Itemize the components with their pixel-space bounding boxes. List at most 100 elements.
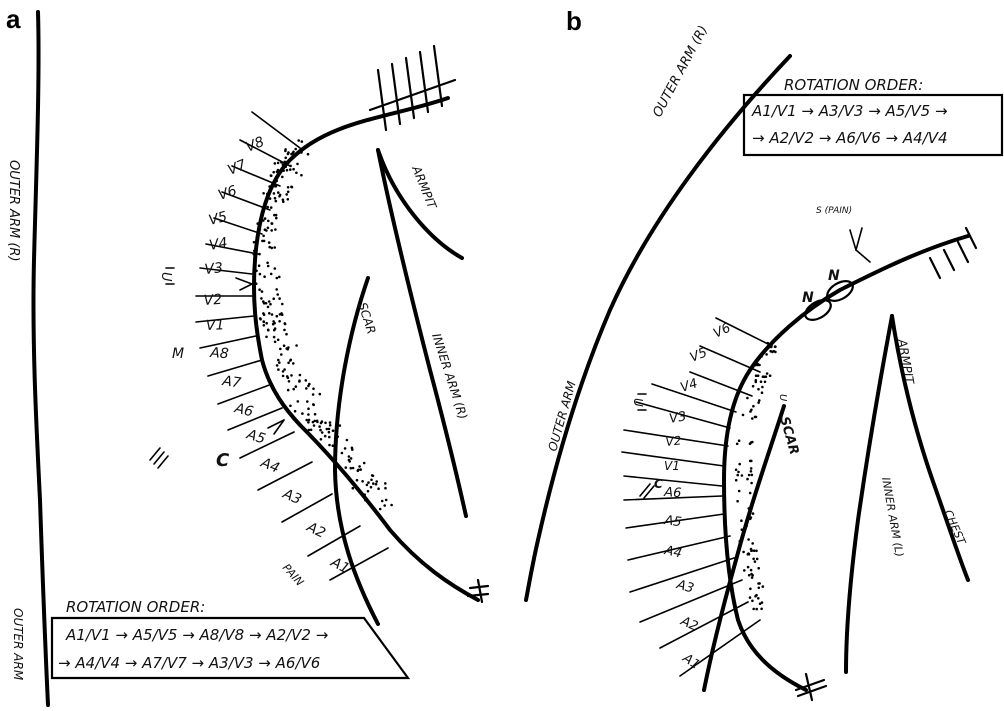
panel-a-puncture-dot	[274, 228, 277, 231]
panel-a-puncture-dot	[278, 276, 281, 279]
panel-a-puncture-dot	[268, 241, 271, 244]
panel-a-puncture-dot	[280, 353, 283, 356]
panel-a-puncture-dot	[349, 479, 352, 482]
panel-b-marker-u: U	[631, 398, 645, 407]
panel-a-label-v7: V7	[226, 157, 249, 179]
panel-a-puncture-dot	[273, 192, 276, 195]
panel-b-label-a5: A5	[662, 513, 682, 530]
panel-a-puncture-dot	[307, 413, 310, 416]
panel-a-puncture-dot	[299, 374, 302, 377]
panel-b-label-v3: V3	[668, 409, 688, 427]
panel-b-puncture-dot	[749, 596, 752, 599]
panel-a-puncture-dot	[259, 228, 262, 231]
panel-a-parallel-mark	[150, 448, 168, 468]
panel-a-puncture-dot	[273, 336, 276, 339]
panel-b-puncture-dot	[747, 566, 750, 569]
panel-a-puncture-dot	[281, 176, 284, 179]
panel-a-puncture-dot	[341, 452, 344, 455]
panel-a-puncture-dot	[274, 162, 277, 165]
panel-b-puncture-dot	[757, 567, 760, 570]
panel-a-puncture-dot	[314, 413, 317, 416]
panel-a-puncture-dot	[273, 329, 276, 332]
panel-a-puncture-dot	[301, 140, 304, 143]
panel-b-puncture-dot	[736, 500, 739, 503]
panel-a-puncture-dot	[384, 482, 387, 485]
panel-a-puncture-dot	[385, 499, 388, 502]
panel-a-puncture-dot	[287, 191, 290, 194]
panel-b-ligature-top	[930, 228, 976, 278]
panel-a-puncture-dot	[313, 424, 316, 427]
panel-b-puncture-dot	[756, 558, 759, 561]
panel-a-puncture-dot	[320, 438, 323, 441]
panel-a-puncture-dot	[267, 227, 270, 230]
panel-b-puncture-dot	[765, 353, 768, 356]
panel-a-puncture-dot	[371, 474, 374, 477]
panel-b-puncture-dot	[752, 608, 755, 611]
panel-b-puncture-dot	[757, 374, 760, 377]
panel-a-puncture-dot	[259, 273, 262, 276]
panel-b-label-a2: A2	[677, 614, 700, 635]
panel-a-puncture-dot	[336, 435, 339, 438]
panel-a-puncture-dot	[274, 341, 277, 344]
panel-a-puncture-dot	[351, 448, 354, 451]
panel-a-puncture-dot	[253, 253, 256, 256]
panel-a-puncture-dot	[292, 152, 295, 155]
panel-b-marker-u-right: U	[777, 394, 788, 402]
panel-a-puncture-dot	[277, 169, 280, 172]
panel-a-puncture-dot	[339, 424, 342, 427]
panel-b-puncture-dot	[755, 608, 758, 611]
panel-a-puncture-dot	[279, 170, 282, 173]
panel-b-puncture-dot	[740, 519, 743, 522]
panel-a-puncture-dot	[262, 219, 265, 222]
panel-a-puncture-dot	[277, 368, 280, 371]
panel-a-puncture-dot	[390, 504, 393, 507]
panel-b-puncture-dot	[754, 560, 757, 563]
panel-b-scar-label: SCAR	[776, 415, 801, 457]
panel-b-puncture-dot	[760, 355, 763, 358]
panel-b-label-v2: V2	[665, 433, 682, 449]
panel-b-puncture-dot	[746, 397, 749, 400]
panel-a-puncture-dot	[328, 428, 331, 431]
panel-b-puncture-dot	[759, 602, 762, 605]
panel-b-puncture-dot	[755, 381, 758, 384]
panel-a-puncture-dot	[268, 300, 271, 303]
panel-b-puncture-dot	[762, 375, 765, 378]
panel-a-puncture-dot	[375, 483, 378, 486]
panel-a-puncture-dot	[253, 250, 256, 253]
panel-a-rotation-line1: A1/V1 → A5/V5 → A8/V8 → A2/V2 →	[65, 626, 328, 644]
panel-a-puncture-dot	[276, 315, 279, 318]
panel-b-puncture-dot	[764, 381, 767, 384]
panel-b-puncture-dot	[748, 474, 751, 477]
panel-a-puncture-dot	[300, 151, 303, 154]
panel-b-puncture-dot	[749, 588, 752, 591]
panel-a-puncture-dot	[276, 364, 279, 367]
panel-a-label-v6: V6	[216, 183, 239, 204]
panel-b-rotation-line1: A1/V1 → A3/V3 → A5/V5 →	[751, 102, 948, 120]
panel-a-puncture-dot	[383, 504, 386, 507]
panel-a-puncture-dot	[266, 262, 269, 265]
panel-b-label-v1: V1	[664, 459, 680, 473]
panel-a-puncture-dot	[262, 235, 265, 238]
panel-a-puncture-dot	[288, 380, 291, 383]
panel-a-puncture-dot	[274, 267, 277, 270]
panel-a-puncture-dot	[253, 241, 256, 244]
panel-b-inner-arm-label: INNER ARM (L)	[879, 476, 906, 558]
panel-a-puncture-dot	[367, 490, 370, 493]
panel-a-puncture-dot	[379, 508, 382, 511]
panel-b-puncture-dot	[752, 385, 755, 388]
panel-b-puncture-dot	[747, 538, 750, 541]
panel-a-scar-label: SCAR	[355, 301, 378, 336]
panel-a-puncture-dot	[283, 344, 286, 347]
panel-a-label-a7: A7	[220, 373, 242, 392]
panel-a-puncture-dot	[357, 470, 360, 473]
panel-a-puncture-dot	[328, 431, 331, 434]
panel-a-arrow-tip	[236, 278, 252, 284]
panel-a-puncture-dot	[262, 320, 265, 323]
panel-a-label-a2: A2	[303, 519, 328, 542]
panel-a-puncture-dot	[262, 206, 265, 209]
panel-a-puncture-dot	[312, 393, 315, 396]
panel-a-puncture-dot	[266, 193, 269, 196]
panel-a-puncture-dot	[282, 370, 285, 373]
panel-a-puncture-dot	[358, 465, 361, 468]
panel-a-puncture-dot	[275, 217, 278, 220]
